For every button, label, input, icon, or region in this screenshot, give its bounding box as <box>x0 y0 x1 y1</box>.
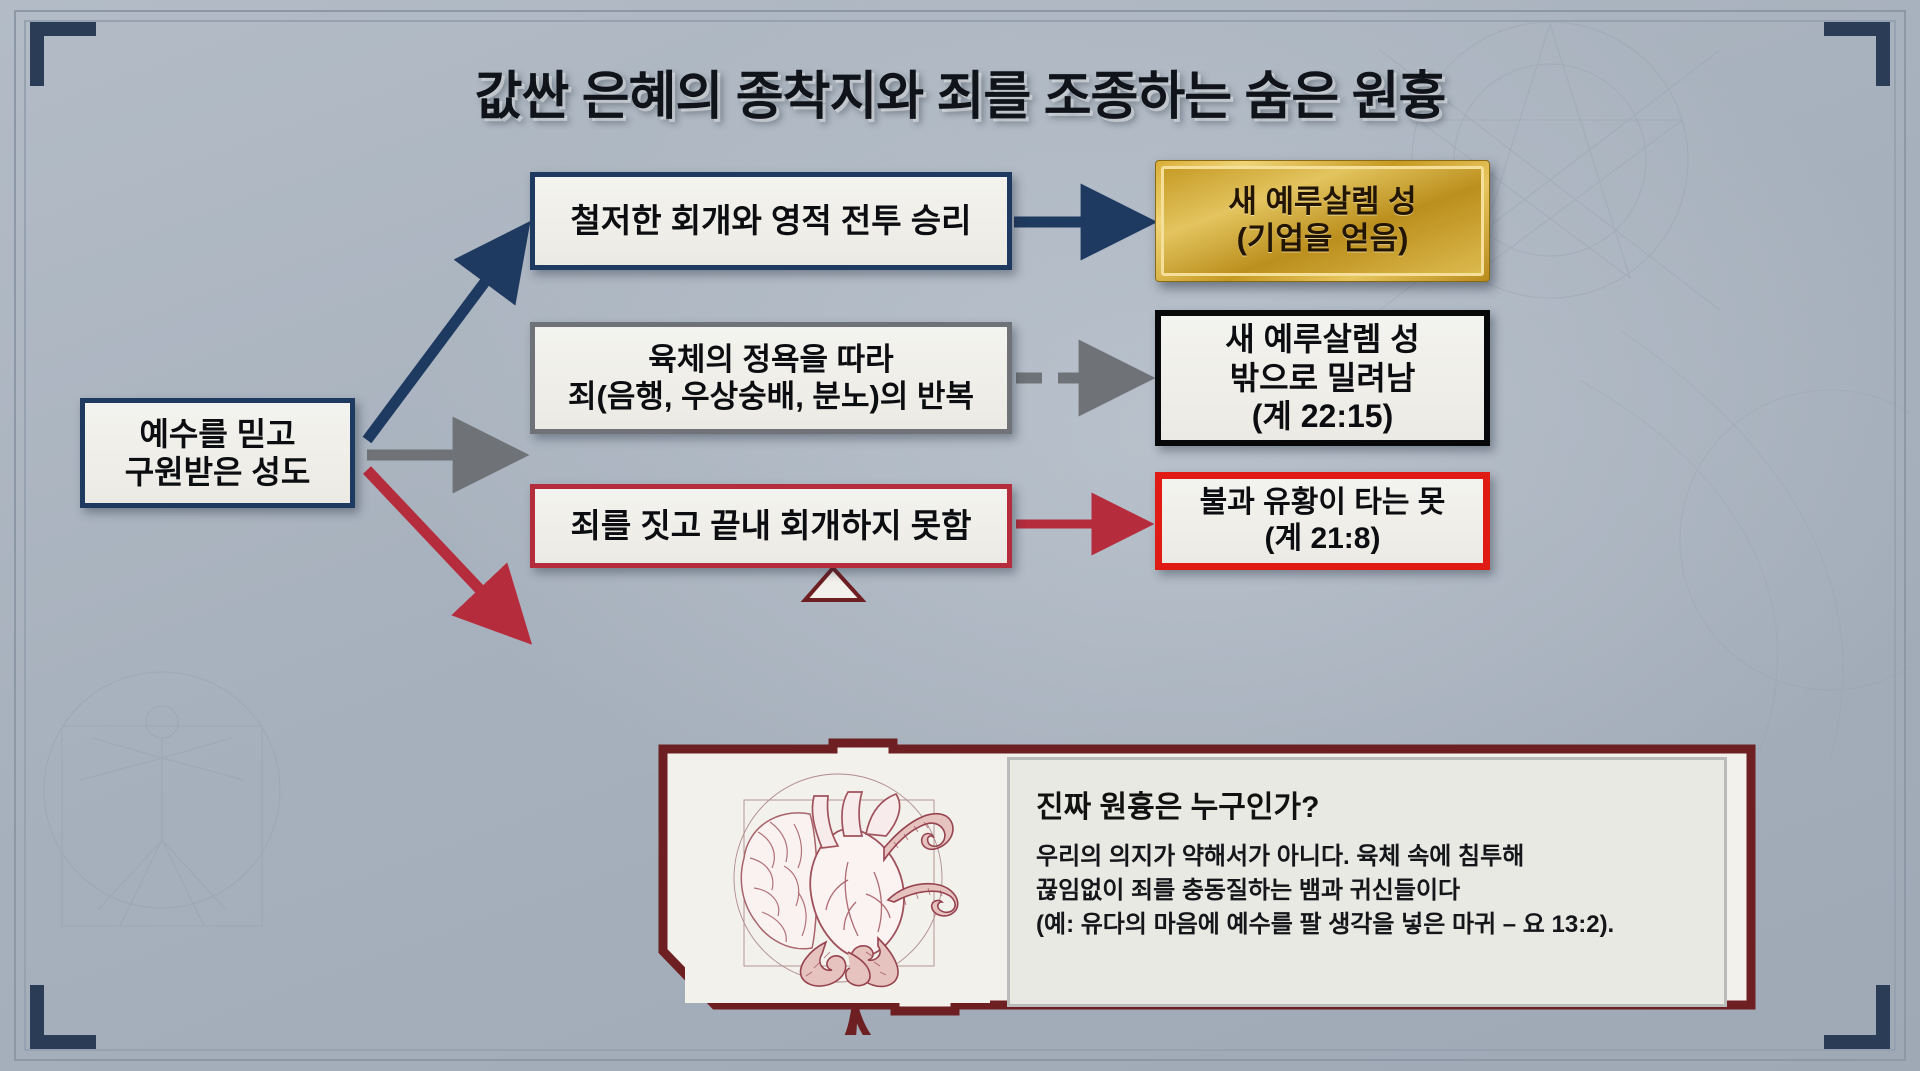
node-repentance-victory[interactable]: 철저한 회개와 영적 전투 승리 <box>530 172 1012 270</box>
callout-body-line-1: 우리의 의지가 약해서가 아니다. 육체 속에 침투해 <box>1036 843 1525 870</box>
node-unrepentant-sin[interactable]: 죄를 짓고 끝내 회개하지 못함 <box>530 484 1012 568</box>
node-new-jerusalem-inheritance[interactable]: 새 예루살렘 성 (기업을 얻음) <box>1155 160 1490 282</box>
node-repentance-label: 철저한 회개와 영적 전투 승리 <box>570 202 972 240</box>
node-lake-line-1: 불과 유황이 타는 못 <box>1199 486 1446 519</box>
frame-corner-top-left <box>30 22 96 86</box>
callout-true-culprit: 진짜 원흉은 누구인가? 우리의 의지가 약해서가 아니다. 육체 속에 침투해… <box>655 735 1759 1035</box>
node-repeated-sin[interactable]: 육체의 정욕을 따라 죄(음행, 우상숭배, 분노)의 반복 <box>530 322 1012 434</box>
node-pushed-outside-city[interactable]: 새 예루살렘 성 밖으로 밀려남 (계 22:15) <box>1155 310 1490 446</box>
callout-heading: 진짜 원흉은 누구인가? <box>1036 791 1320 824</box>
node-outside-line-1: 새 예루살렘 성 <box>1225 321 1420 358</box>
node-outside-reference: (계 22:15) <box>1251 398 1394 435</box>
frame-corner-bottom-right <box>1824 985 1890 1049</box>
frame-corner-top-right <box>1824 22 1890 86</box>
node-inheritance-line-2: (기업을 얻음) <box>1236 221 1409 256</box>
node-inheritance-line-1: 새 예루살렘 성 <box>1228 184 1417 220</box>
brain-heart-serpents-illustration <box>685 755 990 1003</box>
node-unrepentant-label: 죄를 짓고 끝내 회개하지 못함 <box>570 507 972 545</box>
node-outside-line-2: 밖으로 밀려남 <box>1229 359 1416 396</box>
page-title: 값싼 은혜의 종착지와 죄를 조종하는 숨은 원흉 <box>474 68 1447 126</box>
node-source-line-1: 예수를 믿고 <box>139 415 296 452</box>
callout-text-panel: 진짜 원흉은 누구인가? 우리의 의지가 약해서가 아니다. 육체 속에 침투해… <box>1007 757 1727 1007</box>
callout-body-line-2: 끊임없이 죄를 충동질하는 뱀과 귀신들이다 <box>1036 877 1461 905</box>
frame-corner-bottom-left <box>30 985 96 1049</box>
callout-body: 우리의 의지가 약해서가 아니다. 육체 속에 침투해 끊임없이 죄를 충동질하… <box>1036 840 1698 942</box>
node-repeated-sin-line-2: 죄(음행, 우상숭배, 분노)의 반복 <box>568 379 974 414</box>
node-repeated-sin-line-1: 육체의 정욕을 따라 <box>648 341 894 377</box>
slide-frame-outer <box>14 10 1906 1061</box>
node-lake-of-fire[interactable]: 불과 유황이 타는 못 (계 21:8) <box>1155 472 1490 570</box>
node-lake-reference: (계 21:8) <box>1264 522 1381 555</box>
callout-body-line-3: (예: 유다의 마음에 예수를 팔 생각을 넣은 마귀 – 요 13:2). <box>1036 911 1615 939</box>
gold-plate: 새 예루살렘 성 (기업을 얻음) <box>1161 166 1484 276</box>
node-source-line-2: 구원받은 성도 <box>124 454 311 490</box>
slide-frame-inner <box>24 20 1896 1051</box>
node-source-believer[interactable]: 예수를 믿고 구원받은 성도 <box>80 398 355 508</box>
